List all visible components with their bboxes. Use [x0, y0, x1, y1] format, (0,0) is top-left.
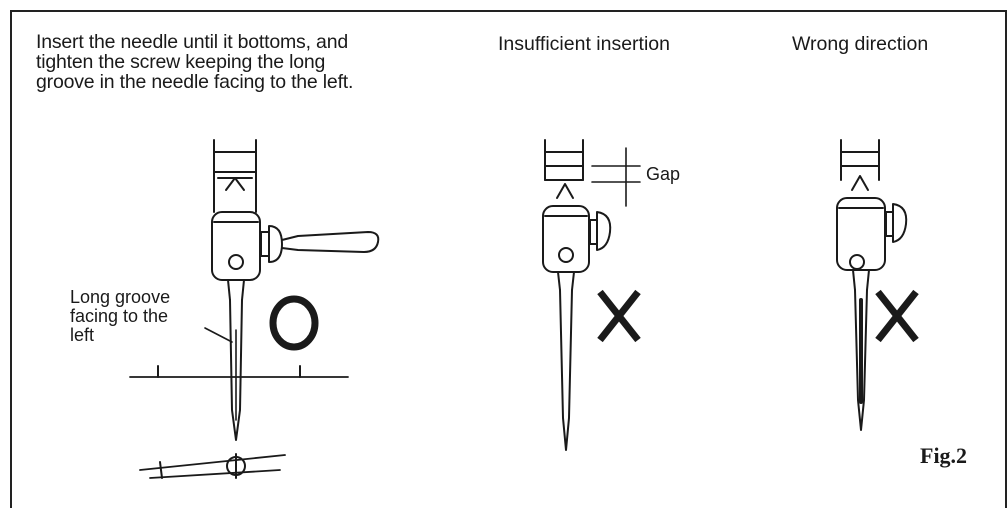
insufficient-insertion-heading: Insufficient insertion	[498, 33, 670, 55]
insufficient-needle-drawing	[542, 139, 641, 451]
gap-label: Gap	[646, 164, 681, 184]
long-groove-label-line-1: Long groove	[70, 287, 171, 307]
long-groove-label-line-3: left	[70, 325, 95, 345]
wrong-direction-cross-mark	[875, 289, 919, 343]
insufficient-cross-mark	[597, 289, 641, 343]
long-groove-label-line-2: facing to the	[70, 306, 169, 326]
long-groove-label: Long groove facing to the left	[70, 288, 170, 345]
instruction-line-3: groove in the needle facing to the left.	[36, 71, 354, 93]
figure-number: Fig.2	[920, 443, 968, 468]
correct-circle-mark	[269, 295, 319, 351]
instruction-line-2: tighten the screw keeping the long	[36, 51, 326, 73]
insertion-instructions: Insert the needle until it bottoms, and …	[36, 32, 353, 92]
figure-frame	[10, 10, 1007, 508]
wrong-direction-needle-drawing	[836, 139, 919, 431]
correct-needle-drawing	[129, 139, 380, 479]
wrong-direction-heading: Wrong direction	[792, 33, 929, 55]
instruction-line-1: Insert the needle until it bottoms, and	[36, 31, 348, 53]
